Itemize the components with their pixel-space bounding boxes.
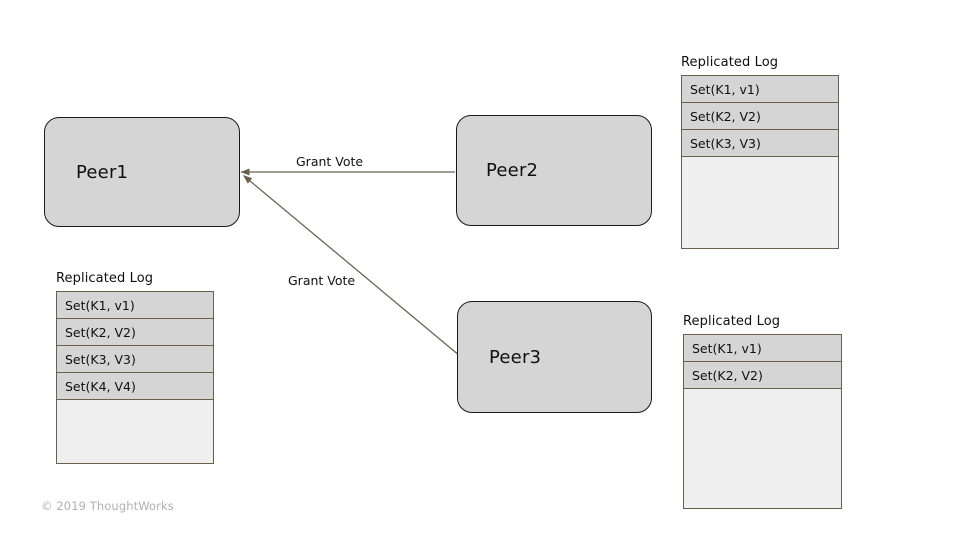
log-entry: Set(K2, V2) — [682, 103, 838, 130]
log-entry: Set(K3, V3) — [57, 346, 213, 373]
node-peer1[interactable]: Peer1 — [44, 117, 240, 227]
log-empty-space — [57, 400, 213, 463]
node-peer3[interactable]: Peer3 — [457, 301, 652, 413]
replicated-log-peer2-title: Replicated Log — [681, 55, 779, 70]
edge-line-peer3-peer1 — [243, 175, 467, 362]
log-entry: Set(K2, V2) — [684, 362, 841, 389]
replicated-log-peer1: Replicated Log Set(K1, v1) Set(K2, V2) S… — [56, 271, 214, 464]
replicated-log-peer3-title: Replicated Log — [683, 314, 781, 329]
log-empty-space — [682, 157, 838, 248]
log-entry: Set(K2, V2) — [57, 319, 213, 346]
log-entry: Set(K1, v1) — [684, 335, 841, 362]
node-peer2[interactable]: Peer2 — [456, 115, 652, 226]
replicated-log-peer2: Replicated Log Set(K1, v1) Set(K2, V2) S… — [681, 55, 839, 249]
node-peer1-label: Peer1 — [76, 161, 129, 183]
replicated-log-peer3-table: Set(K1, v1) Set(K2, V2) — [683, 334, 842, 509]
node-peer3-label: Peer3 — [489, 346, 542, 368]
edge-label-grant-vote-peer2: Grant Vote — [296, 154, 364, 169]
replicated-log-peer2-table: Set(K1, v1) Set(K2, V2) Set(K3, V3) — [681, 75, 839, 249]
log-entry: Set(K3, V3) — [682, 130, 838, 157]
node-peer2-label: Peer2 — [486, 160, 539, 181]
log-entry: Set(K4, V4) — [57, 373, 213, 400]
log-entry: Set(K1, v1) — [57, 292, 213, 319]
replicated-log-peer1-table: Set(K1, v1) Set(K2, V2) Set(K3, V3) Set(… — [56, 291, 214, 464]
log-empty-space — [684, 389, 841, 508]
replicated-log-peer3: Replicated Log Set(K1, v1) Set(K2, V2) — [683, 314, 842, 509]
copyright-note: © 2019 ThoughtWorks — [41, 499, 174, 513]
edge-label-grant-vote-peer3: Grant Vote — [288, 273, 356, 288]
log-entry: Set(K1, v1) — [682, 76, 838, 103]
replicated-log-peer1-title: Replicated Log — [56, 271, 154, 286]
